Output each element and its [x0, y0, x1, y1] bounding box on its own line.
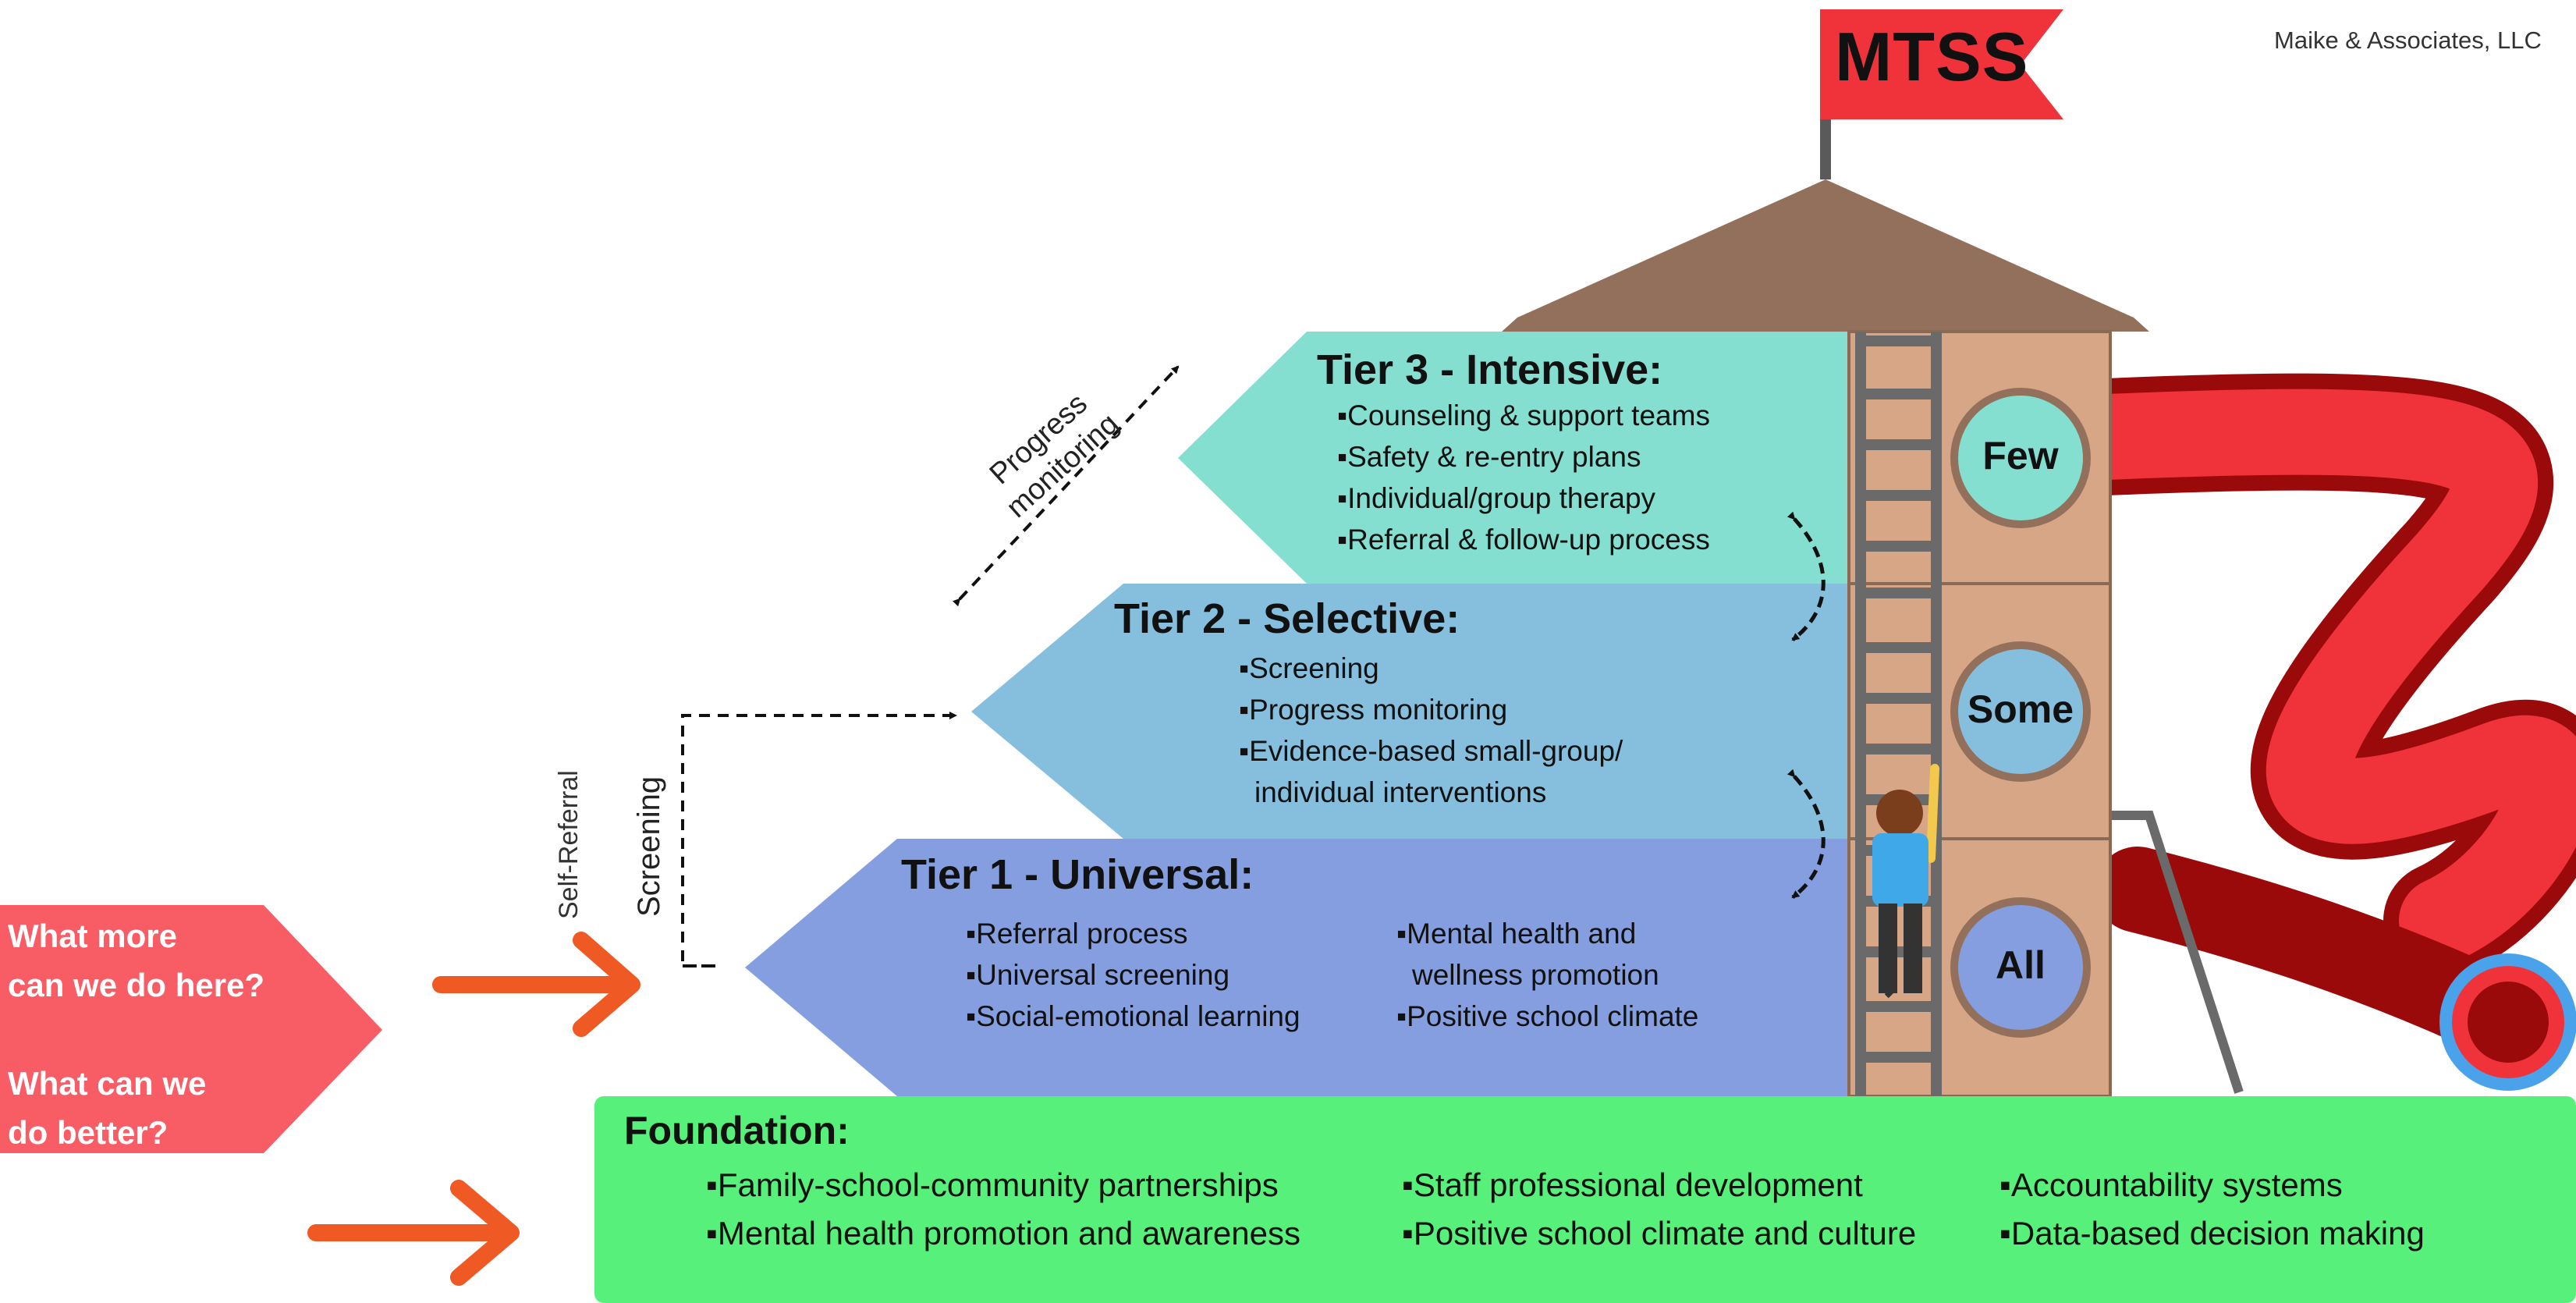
self-referral-label: Self-Referral [554, 770, 584, 919]
child-figure [1872, 764, 1939, 999]
list-item: Data-based decision making [1999, 1209, 2425, 1258]
list-item: Positive school climate [1396, 996, 1698, 1037]
list-item: Social-emotional learning [966, 996, 1300, 1037]
roof [1502, 179, 2149, 332]
credit-text: Maike & Associates, LLC [2274, 27, 2542, 54]
slide [2048, 373, 2576, 1091]
level-label-some: Some [1967, 687, 2074, 731]
flag-label: MTSS [1835, 18, 2029, 95]
railing [2106, 811, 2244, 1094]
tier3-tier2-arrow [1787, 511, 1826, 641]
list-item: Safety & re-entry plans [1337, 436, 1710, 478]
list-item: Staff professional development [1402, 1161, 1916, 1209]
screening-label: Screening [632, 776, 666, 917]
tier2-tier1-arrow [1787, 769, 1826, 899]
screening-arrow [681, 712, 957, 967]
level-circle-all [1950, 897, 2091, 1038]
level-circle-some [1950, 641, 2091, 782]
list-item: Mental health and [1396, 913, 1698, 954]
list-item: wellness promotion [1412, 959, 1659, 991]
foundation-col-1: Family-school-community partnerships Men… [706, 1161, 1300, 1258]
question-line-2: can we do here? [8, 967, 265, 1003]
tier2-title: Tier 2 - Selective: [1114, 595, 1460, 642]
level-label-all: All [1996, 943, 2046, 987]
question-line-4: do better? [8, 1114, 169, 1151]
list-item: Accountability systems [1999, 1161, 2425, 1209]
list-item: Evidence-based small-group/ [1239, 730, 1623, 772]
tier1-list-right: Mental health and wellness promotion Pos… [1396, 913, 1698, 1037]
flag-banner [1820, 9, 2063, 119]
tier2-list: Screening Progress monitoring Evidence-b… [1239, 648, 1623, 813]
list-item: Referral & follow-up process [1337, 519, 1710, 560]
list-item: Referral process [966, 913, 1300, 954]
progress-monitoring-arrow [952, 365, 1180, 607]
list-item: Counseling & support teams [1337, 395, 1710, 436]
orange-arrow-foundation [307, 1180, 520, 1286]
level-circle-few [1950, 388, 2091, 528]
list-item: Individual/group therapy [1337, 478, 1710, 519]
tier3-title: Tier 3 - Intensive: [1317, 346, 1663, 393]
question-line-1: What more [8, 918, 178, 954]
list-item: Mental health promotion and awareness [706, 1209, 1300, 1258]
tier3-list: Counseling & support teams Safety & re-e… [1337, 395, 1710, 560]
list-item: Progress monitoring [1239, 689, 1623, 730]
question-line-3: What can we [8, 1065, 207, 1102]
foundation-col-2: Staff professional development Positive … [1402, 1161, 1916, 1258]
tier1-title: Tier 1 - Universal: [901, 851, 1254, 898]
list-item: Universal screening [966, 954, 1300, 996]
list-item: Screening [1239, 648, 1623, 689]
foundation-title: Foundation: [624, 1109, 850, 1152]
orange-arrow-tiers [432, 932, 640, 1037]
list-item: Family-school-community partnerships [706, 1161, 1300, 1209]
list-item: Positive school climate and culture [1402, 1209, 1916, 1258]
list-item: individual interventions [1254, 776, 1547, 808]
tier1-list-left: Referral process Universal screening Soc… [966, 913, 1300, 1037]
foundation-col-3: Accountability systems Data-based decisi… [1999, 1161, 2425, 1258]
level-label-few: Few [1982, 434, 2059, 478]
question-box [0, 905, 382, 1153]
